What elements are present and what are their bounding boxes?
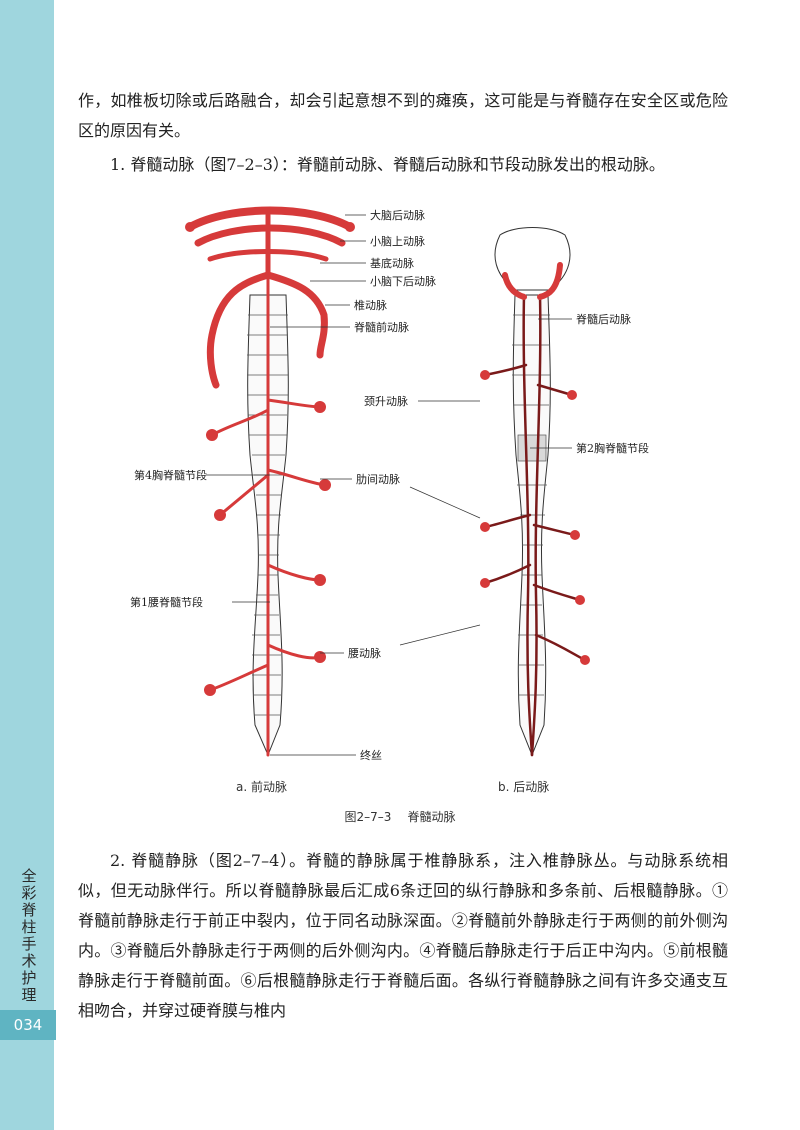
spinal-artery-figure: 大脑后动脉 小脑上动脉 基底动脉 小脑下后动脉 椎动脉 脊髓前动脉 脊髓后动脉 … <box>130 206 649 794</box>
label-basilar-artery: 基底动脉 <box>370 256 414 270</box>
subfigure-a-label: a. 前动脉 <box>236 779 287 794</box>
label-pica: 小脑下后动脉 <box>370 274 436 288</box>
posterior-upper <box>502 262 563 300</box>
label-ascending-cervical-artery: 颈升动脉 <box>364 394 408 408</box>
cord-posterior <box>494 227 571 757</box>
label-l1-segment: 第1腰脊髓节段 <box>130 595 203 609</box>
book-title: 全彩脊柱手术护理 <box>21 867 37 1004</box>
label-posterior-cerebral-artery: 大脑后动脉 <box>370 208 425 222</box>
label-lumbar-artery: 腰动脉 <box>348 646 381 660</box>
anterior-arteries <box>186 206 354 757</box>
label-t2-segment: 第2胸脊髓节段 <box>576 441 649 455</box>
figure-number: 图2–7–3 <box>344 810 392 824</box>
label-intercostal-artery: 肋间动脉 <box>356 472 400 486</box>
label-t4-segment: 第4胸脊髓节段 <box>134 468 207 482</box>
label-filum-terminale: 终丝 <box>360 748 382 762</box>
artery-ends-anterior <box>185 222 355 696</box>
label-anterior-spinal-artery: 脊髓前动脉 <box>354 320 409 334</box>
figure-caption: 图2–7–3 脊髓动脉 <box>0 808 800 825</box>
paragraph-3: 2. 脊髓静脉（图2–7–4）。脊髓的静脉属于椎静脉系，注入椎静脉丛。与动脉系统… <box>78 851 728 1020</box>
figure-title: 脊髓动脉 <box>407 810 456 824</box>
label-posterior-spinal-artery: 脊髓后动脉 <box>576 312 631 326</box>
leader-lines <box>206 214 572 756</box>
label-vertebral-artery: 椎动脉 <box>354 298 387 312</box>
subfigure-b-label: b. 后动脉 <box>498 779 549 794</box>
side-tab <box>0 0 54 1130</box>
label-superior-cerebellar-artery: 小脑上动脉 <box>370 234 425 248</box>
paragraph-2: 1. 脊髓动脉（图7–2–3）：脊髓前动脉、脊髓后动脉和节段动脉发出的根动脉。 <box>110 155 665 174</box>
artery-ends-posterior <box>480 370 590 665</box>
paragraph-1: 作，如椎板切除或后路融合，却会引起意想不到的瘫痪，这可能是与脊髓存在安全区或危险… <box>78 91 728 140</box>
page-number: 034 <box>0 1010 56 1040</box>
